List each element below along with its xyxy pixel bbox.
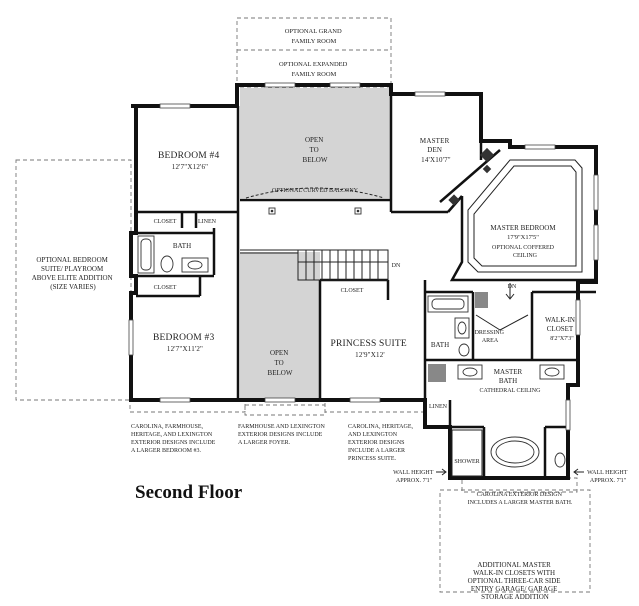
closet-b3-label: CLOSET (154, 285, 177, 291)
wall-height-right-note: WALL HEIGHT APPROX. 7'1" (587, 470, 629, 484)
stairs (240, 249, 389, 281)
fixtures (137, 147, 566, 477)
wall-height-left-note: WALL HEIGHT APPROX. 7'1" (393, 470, 435, 484)
master-bath-label: MASTER BATH CATHEDRAL CEILING (480, 361, 542, 394)
closet-b4-label: CLOSET (154, 219, 177, 225)
shower-label: SHOWER (454, 459, 479, 465)
room-labels: OPTIONAL GRAND FAMILY ROOM OPTIONAL EXPA… (32, 28, 579, 465)
open-to-below-top-area (240, 88, 390, 198)
princess-suite-label: PRINCESS SUITE 12'9"X12' (330, 339, 409, 359)
optional-curved-balcony-label: OPTIONAL CURVED BALCONY (272, 188, 359, 194)
open-to-below-top-label: OPEN TO BELOW (303, 136, 328, 164)
floor-title: Second Floor (135, 482, 243, 503)
foyer-note: FARMHOUSE AND LEXINGTON EXTERIOR DESIGNS… (238, 424, 326, 446)
bath-hall-label: BATH (173, 242, 191, 250)
plan-notes: CAROLINA, FARMHOUSE, HERITAGE, AND LEXIN… (131, 424, 629, 601)
linen-b4-label: LINEN (198, 219, 217, 225)
dn-master-label: DN (508, 284, 517, 290)
carolina-master-bath-note: CAROLINA EXTERIOR DESIGN INCLUDES A LARG… (468, 492, 573, 506)
dn-stairs-label: DN (392, 263, 401, 269)
closet-princess-label: CLOSET (341, 288, 364, 294)
master-den-label: MASTER DEN 14'X10'7" (420, 136, 452, 164)
windows (128, 82, 599, 431)
master-bedroom-label: MASTER BEDROOM 17'9"X17'5" OPTIONAL COFF… (490, 217, 559, 259)
open-to-below-bottom-label: OPEN TO BELOW (268, 349, 293, 377)
coffered-ceiling-outline (467, 159, 583, 273)
open-to-below-bottom-area (240, 252, 320, 402)
optional-grand-family-room-label: OPTIONAL GRAND FAMILY ROOM (285, 28, 344, 45)
optional-expanded-family-room-label: OPTIONAL EXPANDED FAMILY ROOM (279, 61, 349, 78)
linen-master-label: LINEN (429, 404, 448, 410)
optional-bedroom-suite-label: OPTIONAL BEDROOM SUITE/ PLAYROOM ABOVE E… (32, 256, 115, 291)
additional-master-note: ADDITIONAL MASTER WALK-IN CLOSETS WITH O… (468, 561, 563, 601)
bath-princess-label: BATH (431, 341, 449, 349)
bedroom4-label: BEDROOM #4 12'7"X12'6" (158, 151, 222, 171)
walk-in-closet-label: WALK-IN CLOSET 8'2"X7'3" (545, 309, 579, 342)
bedroom3-note: CAROLINA, FARMHOUSE, HERITAGE, AND LEXIN… (131, 424, 217, 454)
bedroom3-label: BEDROOM #3 12'7"X11'2" (153, 333, 217, 353)
princess-note: CAROLINA, HERITAGE, AND LEXINGTON EXTERI… (348, 424, 415, 462)
dressing-area-label: DRESSING AREA (475, 330, 506, 344)
